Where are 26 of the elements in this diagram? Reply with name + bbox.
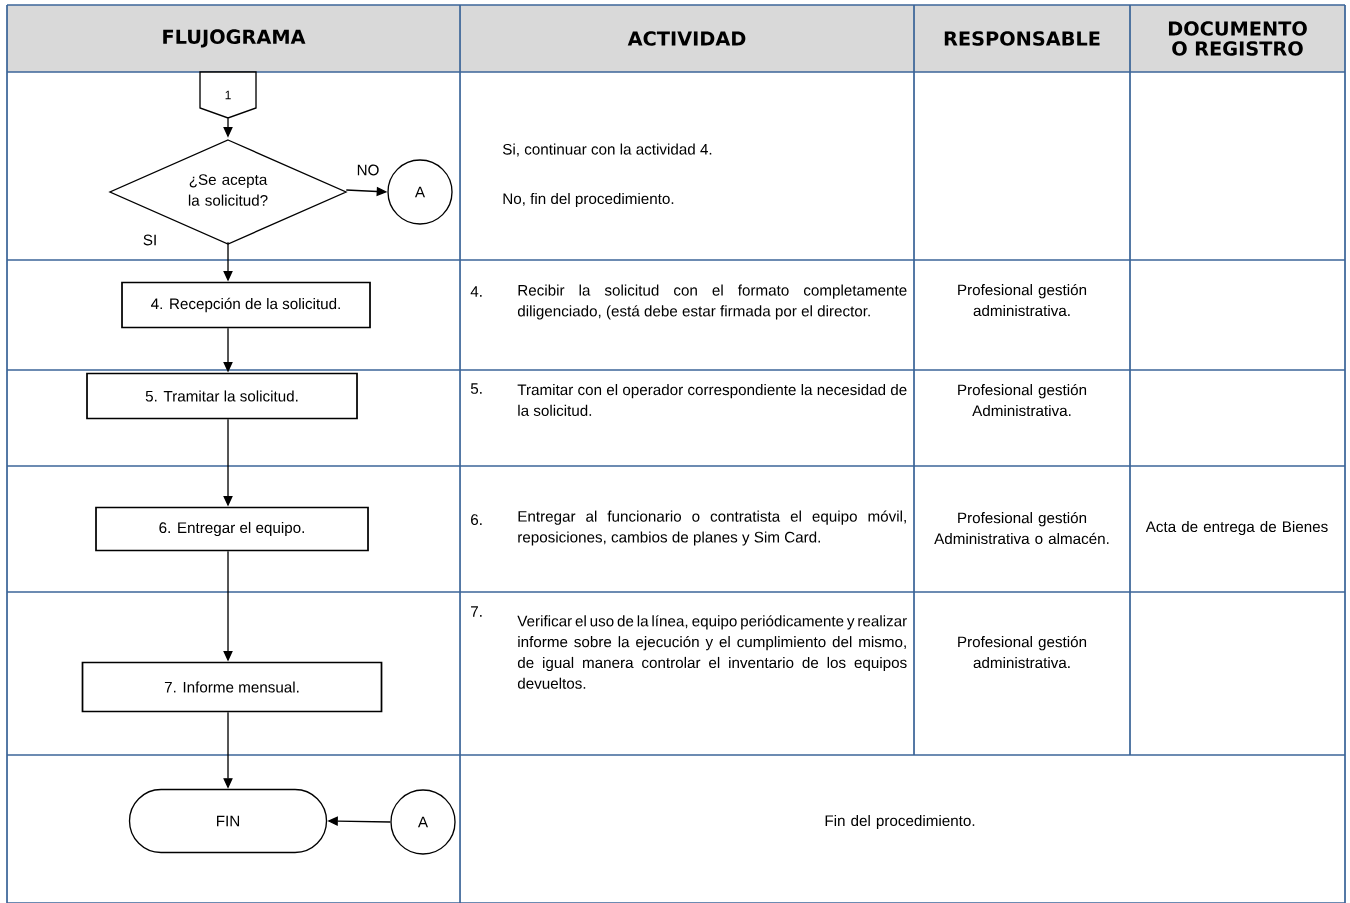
activity-text: Entregar al funcionario o contratista el equipo móvil, reposiciones, cambios de planes y Sim Card. [518,510,906,546]
activity-text: No, fin del procedimiento. [503,192,674,208]
cell-text: Profesional gestión administrativa. [958,283,1087,317]
activity-text: Si, continuar con la actividad 4. [502,143,712,157]
cell-text: Profesional gestión Administrativa. [958,383,1087,417]
step-number: 7. [471,606,482,617]
step-number: 4. [470,286,482,297]
header-cell: RESPONSABLE [914,5,1130,72]
cell-text: Profesional gestión Administrativa o almacén. [934,511,1109,545]
header-cell: FLUJOGRAMA [7,5,460,72]
activity-text: Recibir la solicitud con el formato completamente diligenciado, (está debe estar firmada por el director. [517,284,907,320]
activity-text: Tramitar con el operador correspondiente la necesidad de la solicitud. [517,384,907,416]
header-cell: DOCUMENTO O REGISTRO [1130,5,1345,72]
activity-text: Verificar el uso de la línea, equipo periódicamente y realizar informe sobre la ejecución y el cumplimiento del mismo, de igual manera controlar el inventario de los equipos devueltos. [517,615,907,689]
cell-text: Acta de entrega de Bienes [1145,520,1328,536]
process-box: 6. Entregar el equipo. [95,506,369,552]
step-number: 6. [471,514,482,525]
edge-label: NO [355,163,381,177]
process-box: 7. Informe mensual. [81,661,383,713]
edge-label: SI [141,233,159,247]
step-number: 5. [470,383,482,394]
cell-text: Profesional gestión administrativa. [958,635,1087,669]
cell-text: Fin del procedimiento. [825,814,975,830]
process-box: 5. Tramitar la solicitud. [86,372,358,420]
off-page-connector: 1 [199,71,257,119]
process-box: 4. Recepción de la solicitud. [121,281,371,329]
